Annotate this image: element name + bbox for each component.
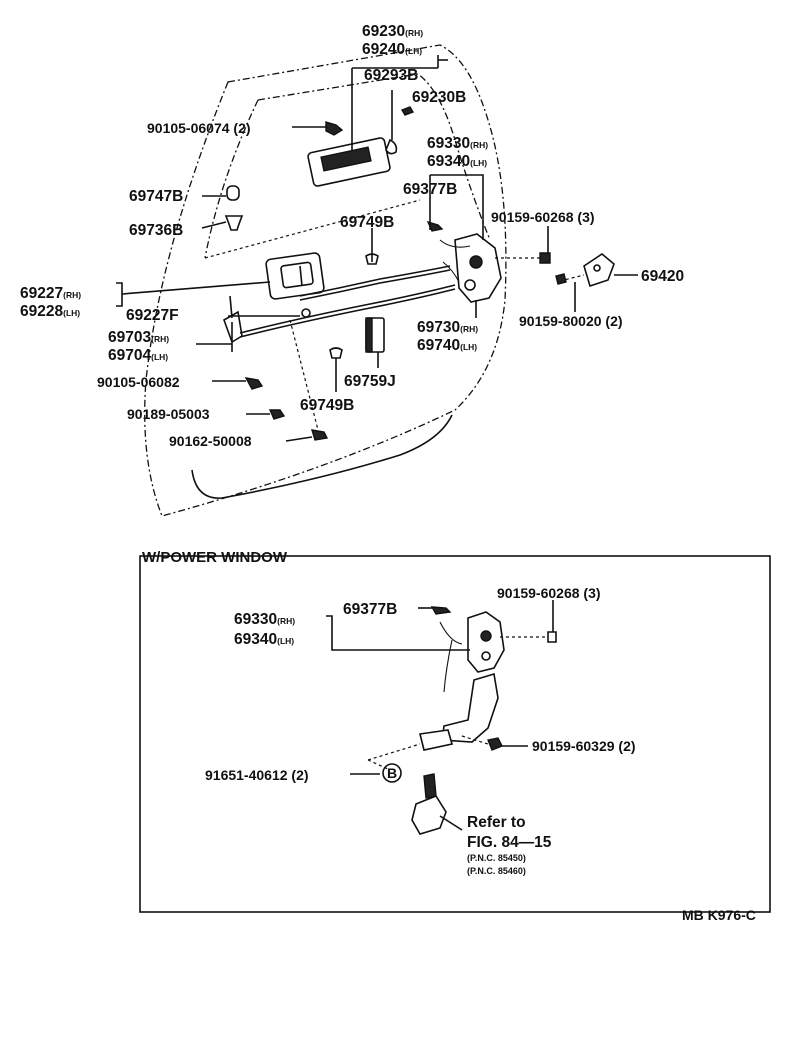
label-90105-06074: 90105-06074 (2) — [147, 120, 251, 136]
label-69704-lh: 69704(LH) — [108, 347, 168, 364]
outside-handle — [307, 55, 439, 187]
screw-90105-06074 — [292, 121, 344, 136]
label-69420: 69420 — [641, 268, 684, 285]
inside-lock-bracket — [223, 295, 243, 344]
label-69293b: 69293B — [364, 67, 418, 84]
label-90159-80020: 90159-80020 (2) — [519, 313, 623, 329]
clip-69747b — [226, 185, 240, 201]
inset-label-69340-lh: 69340(LH) — [234, 631, 294, 648]
protector-69759j — [365, 317, 385, 353]
label-69230-rh: 69230(RH) — [362, 23, 423, 40]
label-69240-lh: 69240(LH) — [362, 41, 422, 58]
label-69740-lh: 69740(LH) — [417, 337, 477, 354]
inset-label-69330-rh: 69330(RH) — [234, 611, 295, 628]
label-69230b: 69230B — [412, 89, 466, 106]
inset-screw-90159-60268 — [500, 600, 557, 643]
part-labels: 69230(RH) 69240(LH) 69293B 69230B 90105-… — [20, 23, 684, 449]
refer-to-line2: FIG. 84—15 — [467, 834, 552, 851]
label-90162-50008: 90162-50008 — [169, 433, 252, 449]
label-69228-lh: 69228(LH) — [20, 303, 80, 320]
refer-to-line1: Refer to — [467, 814, 526, 831]
label-90105-06082: 90105-06082 — [97, 374, 180, 390]
label-69340-lh: 69340(LH) — [427, 153, 487, 170]
screw-90159-80020 — [555, 273, 585, 312]
label-69227-rh: 69227(RH) — [20, 285, 81, 302]
label-69749b-bottom: 69749B — [300, 397, 354, 414]
inset-label-90159-60268: 90159-60268 (3) — [497, 585, 601, 601]
screw-90162-50008 — [289, 319, 329, 441]
screw-90105-06082 — [244, 377, 264, 390]
label-69747b: 69747B — [129, 188, 183, 205]
callout-b-circle — [382, 763, 402, 783]
inset-door-lock-assembly — [419, 611, 505, 751]
nut-90189-05003 — [268, 409, 286, 420]
inset-label-69377b: 69377B — [343, 601, 397, 618]
label-69759j: 69759J — [344, 373, 396, 390]
inset-label-90159-60329: 90159-60329 (2) — [532, 738, 636, 754]
link-rods — [239, 265, 456, 338]
rod-clip-69230b — [385, 90, 415, 155]
inset-title: W/POWER WINDOW — [142, 549, 288, 566]
inset-screw-90159-60329 — [461, 735, 528, 751]
door-panel-outline — [144, 44, 507, 517]
clip-69227f — [301, 308, 311, 318]
callout-b-letter: B — [387, 765, 397, 781]
label-69736b: 69736B — [129, 222, 183, 239]
door-lock-assembly — [439, 233, 502, 303]
label-90189-05003: 90189-05003 — [127, 406, 210, 422]
label-90159-60268: 90159-60268 (3) — [491, 209, 595, 225]
figure-code: MB K976-C — [682, 907, 756, 923]
label-69330-rh: 69330(RH) — [427, 135, 488, 152]
pnc-85450: (P.N.C. 85450) — [467, 853, 526, 863]
label-69227f: 69227F — [126, 307, 179, 324]
clip-69749b-bottom — [329, 347, 343, 359]
inset-actuator — [411, 773, 447, 835]
label-69730-rh: 69730(RH) — [417, 319, 478, 336]
inside-handle — [265, 252, 325, 300]
pnc-85460: (P.N.C. 85460) — [467, 866, 526, 876]
leader-lines — [116, 59, 484, 442]
label-69749b-top: 69749B — [340, 214, 394, 231]
power-window-inset: W/POWER WINDOW — [139, 549, 771, 913]
inset-frame — [139, 555, 771, 913]
striker-69420 — [583, 253, 638, 288]
clip-69736b — [224, 215, 244, 231]
screw-90159-60268 — [495, 226, 551, 264]
inset-rod-clip-69377b — [430, 606, 452, 615]
inset-label-91651-40612: 91651-40612 (2) — [205, 767, 309, 783]
label-69377b: 69377B — [403, 181, 457, 198]
label-69703-rh: 69703(RH) — [108, 329, 169, 346]
